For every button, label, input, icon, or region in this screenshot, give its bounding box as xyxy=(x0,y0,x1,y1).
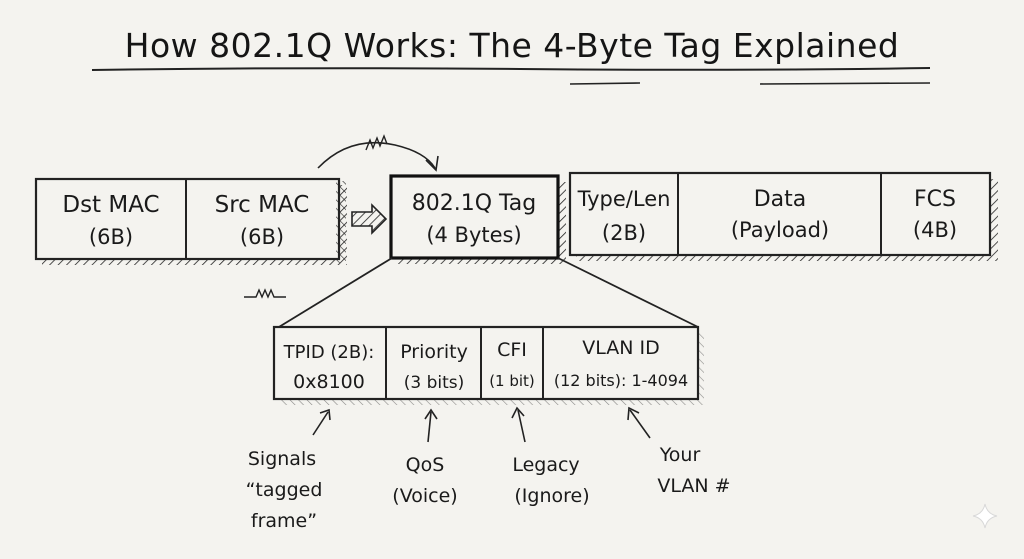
tag-field-vlan-name: VLAN ID xyxy=(582,337,660,359)
frame-field-data-name: Data xyxy=(754,187,807,212)
note-cfi-line-1: Legacy xyxy=(512,454,579,476)
frame-field-fcs-name: FCS xyxy=(914,187,956,212)
frame-field-fcs-size: (4B) xyxy=(913,218,957,242)
tag-expansion-lines xyxy=(273,257,699,331)
tag-field-vlan-value: (12 bits): 1-4094 xyxy=(554,371,688,390)
note-arrows xyxy=(312,406,651,443)
frame-field-data-size: (Payload) xyxy=(731,218,829,242)
tag-field-priority-value: (3 bits) xyxy=(404,373,465,393)
frame-field-tag-size: (4 Bytes) xyxy=(426,223,521,247)
frame-field-tag-name: 802.1Q Tag xyxy=(412,191,537,216)
frame-field-src-mac-size: (6B) xyxy=(240,225,284,249)
squiggle-mark-icon xyxy=(244,288,286,299)
frame-group-tag xyxy=(389,174,566,264)
tag-detail-box xyxy=(272,325,704,405)
frame-field-dst-mac-size: (6B) xyxy=(89,225,133,249)
title-underline xyxy=(91,67,931,85)
tag-field-tpid-name: TPID (2B): xyxy=(283,342,375,363)
frame-field-type-len-name: Type/Len xyxy=(577,187,671,211)
note-tpid-line-2: “tagged xyxy=(246,479,323,501)
sparkle-icon xyxy=(972,503,998,529)
page-title: How 802.1Q Works: The 4-Byte Tag Explain… xyxy=(124,26,900,65)
tag-field-cfi-value: (1 bit) xyxy=(489,372,535,390)
note-priority-line-2: (Voice) xyxy=(392,485,457,507)
note-tpid-line-3: frame” xyxy=(251,510,317,532)
note-vlan-line-1: Your xyxy=(659,444,701,466)
frame-field-type-len-size: (2B) xyxy=(602,221,646,245)
tag-field-cfi-name: CFI xyxy=(497,339,527,361)
frame-field-dst-mac-name: Dst MAC xyxy=(62,192,159,218)
note-vlan-line-2: VLAN # xyxy=(657,475,730,497)
insertion-arrow-icon xyxy=(351,203,388,235)
frame-group-rest xyxy=(568,171,998,261)
note-tpid-line-1: Signals xyxy=(248,448,316,470)
tag-field-tpid-value: 0x8100 xyxy=(293,371,365,393)
curved-arrow-icon xyxy=(317,134,439,172)
frame-field-src-mac-name: Src MAC xyxy=(215,192,310,218)
note-cfi-line-2: (Ignore) xyxy=(514,485,589,507)
note-priority-line-1: QoS xyxy=(406,454,445,476)
frame-group-mac xyxy=(34,177,347,265)
tag-field-priority-name: Priority xyxy=(400,341,468,363)
